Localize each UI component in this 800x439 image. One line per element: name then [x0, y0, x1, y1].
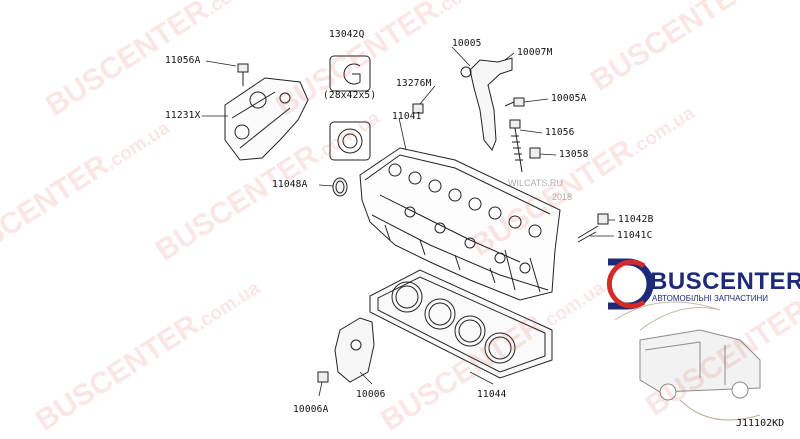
bolt-11056-drawing [509, 119, 523, 173]
bolt-13276m-drawing [412, 103, 424, 114]
callout-11041c: 11041C [617, 230, 653, 241]
wilcats-stamp: WILCATS.RU [508, 178, 563, 188]
seal-drawing [329, 55, 371, 161]
callout-11056a: 11056A [165, 55, 201, 66]
stud-drawing [577, 213, 609, 243]
callout-11042b: 11042B [618, 214, 654, 225]
callout-10005: 10005 [452, 38, 482, 49]
plug-11048a-drawing [332, 177, 348, 197]
callout-11044: 11044 [477, 389, 507, 400]
leader-lines [202, 46, 615, 397]
logo-tagline: АВТОМОБІЛЬНІ ЗАПЧАСТИНИ [652, 294, 768, 303]
bracket-drawing [224, 77, 309, 161]
callout-13042q: 13042Q [329, 29, 365, 40]
cylinder-head-drawing [359, 147, 561, 301]
bolt-11056a-drawing [237, 63, 249, 86]
sensor-housing-drawing [334, 317, 375, 383]
callout-10005a: 10005A [551, 93, 587, 104]
callout-13276m: 13276M [396, 78, 432, 89]
callout-11231x: 11231X [165, 110, 201, 121]
bolt-13058-drawing [529, 147, 541, 159]
wilcats-stamp-year: 2018 [552, 192, 573, 202]
diagram-code: J11102KD [736, 418, 785, 429]
callout-10006: 10006 [356, 389, 386, 400]
callout-13058: 13058 [559, 149, 589, 160]
callout-11048a: 11048A [272, 179, 308, 190]
callout-11041: 11041 [392, 111, 422, 122]
callout-10006a: 10006A [293, 404, 329, 415]
callout-11056: 11056 [545, 127, 575, 138]
head-gasket-drawing [369, 269, 553, 379]
sensor-bracket-drawing [460, 57, 513, 151]
logo-name: BUSCENTER [650, 268, 800, 295]
bolt-10006a-drawing [317, 371, 329, 383]
buscenter-logo-mark [606, 258, 654, 310]
bolt-10005a-drawing [504, 97, 525, 107]
callout-28x42x5: (28x42x5) [323, 90, 377, 101]
callout-10007m: 10007M [517, 47, 553, 58]
bus-illustration [614, 301, 761, 421]
